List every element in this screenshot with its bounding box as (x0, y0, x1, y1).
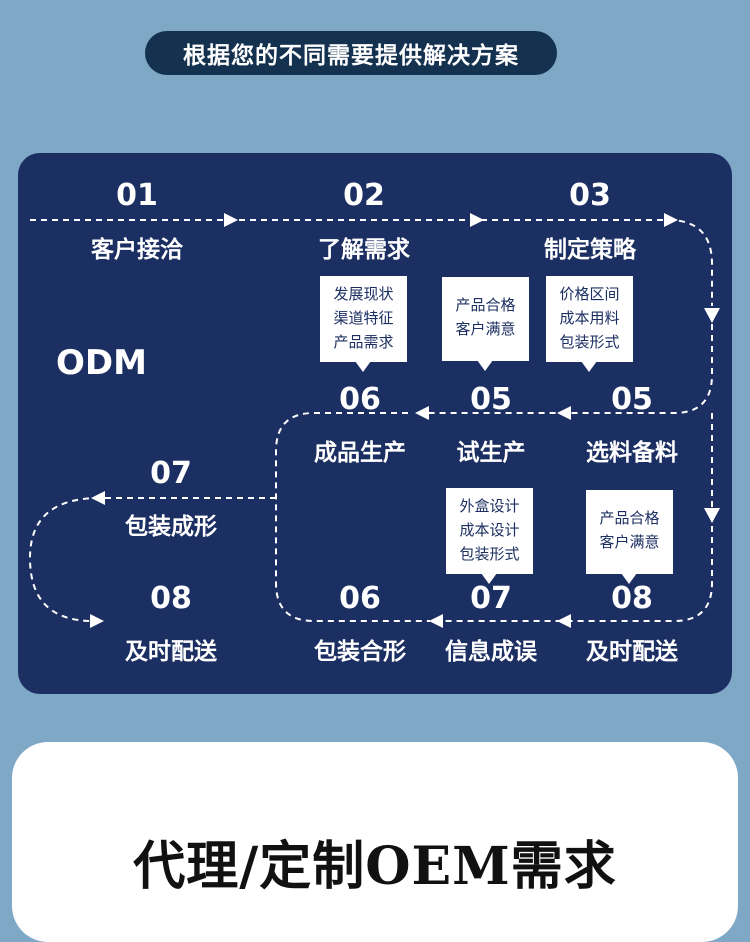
note-line: 外盒设计 (459, 497, 520, 515)
step-label: 及时配送 (125, 639, 217, 665)
arrow-left-1 (557, 406, 571, 420)
step-label: 试生产 (456, 440, 526, 466)
note-line: 产品需求 (333, 333, 394, 351)
note-line: 包装形式 (559, 333, 620, 351)
banner: 根据您的不同需要提供解决方案 (145, 31, 557, 75)
step-number: 06 (339, 382, 381, 417)
flow-connectors (28, 213, 720, 628)
step-label: 选料备料 (586, 440, 678, 466)
note-pointer (477, 360, 493, 371)
step-label: 包装成形 (125, 514, 217, 540)
step-label: 成品生产 (314, 440, 406, 466)
arrow-left-5 (429, 614, 443, 628)
arrow-left-2 (415, 406, 429, 420)
connector-right-upper (667, 219, 713, 306)
step-label: 了解需求 (318, 237, 410, 263)
step-number: 05 (611, 382, 653, 417)
note-pointer (355, 361, 371, 372)
note-line: 渠道特征 (333, 309, 394, 327)
arrow-down-2 (704, 508, 720, 523)
note-strategy: 价格区间 成本用料 包装形式 (546, 276, 633, 372)
note-design: 外盒设计 成本设计 包装形式 (446, 488, 533, 584)
note-pointer (621, 573, 637, 584)
note-line: 价格区间 (559, 285, 620, 303)
connector-inner-loop (275, 412, 430, 622)
step-label: 包装合形 (314, 639, 406, 665)
note-understand: 发展现状 渠道特征 产品需求 (320, 276, 407, 372)
step-number: 08 (150, 581, 192, 616)
note-line: 客户满意 (455, 320, 516, 338)
step-number: 05 (470, 382, 512, 417)
arrow-down-1 (704, 308, 720, 323)
note-line: 产品合格 (455, 296, 516, 314)
arrow-left-4 (557, 614, 571, 628)
note-line: 成本用料 (559, 309, 620, 327)
connector-left-loop (28, 497, 101, 622)
note-pointer (481, 573, 497, 584)
connector-row3 (443, 515, 713, 622)
odm-label: ODM (56, 343, 147, 383)
arrow-right-1 (224, 213, 238, 227)
note-line: 成本设计 (459, 521, 520, 539)
step-number: 03 (569, 178, 611, 213)
note-line: 发展现状 (333, 285, 394, 303)
note-trial: 产品合格 客户满意 (442, 277, 529, 371)
arrow-right-4 (90, 614, 104, 628)
step-number: 01 (116, 178, 158, 213)
arrow-left-3 (91, 491, 105, 505)
step-number: 08 (611, 581, 653, 616)
connector-row2 (425, 313, 713, 414)
odm-process-panel: ODM 01 客户接洽 02 了解需求 03 制定策略 06 成品生产 05 试… (18, 153, 732, 694)
note-line: 包装形式 (459, 545, 520, 563)
step-number: 02 (343, 178, 385, 213)
arrow-right-3 (664, 213, 678, 227)
oem-card: 代理/定制OEM需求 (12, 742, 738, 942)
banner-text: 根据您的不同需要提供解决方案 (183, 43, 519, 69)
note-line: 产品合格 (599, 509, 660, 527)
note-pointer (581, 361, 597, 372)
step-number: 06 (339, 581, 381, 616)
step-label: 及时配送 (586, 639, 678, 665)
step-label: 客户接洽 (91, 237, 183, 263)
arrow-right-2 (470, 213, 484, 227)
step-number: 07 (150, 456, 192, 491)
step-number: 07 (470, 581, 512, 616)
step-label: 制定策略 (544, 237, 636, 263)
oem-card-title: 代理/定制OEM需求 (133, 836, 617, 897)
step-label: 信息成误 (445, 639, 537, 665)
note-line: 客户满意 (599, 533, 660, 551)
note-delivery: 产品合格 客户满意 (586, 490, 673, 584)
